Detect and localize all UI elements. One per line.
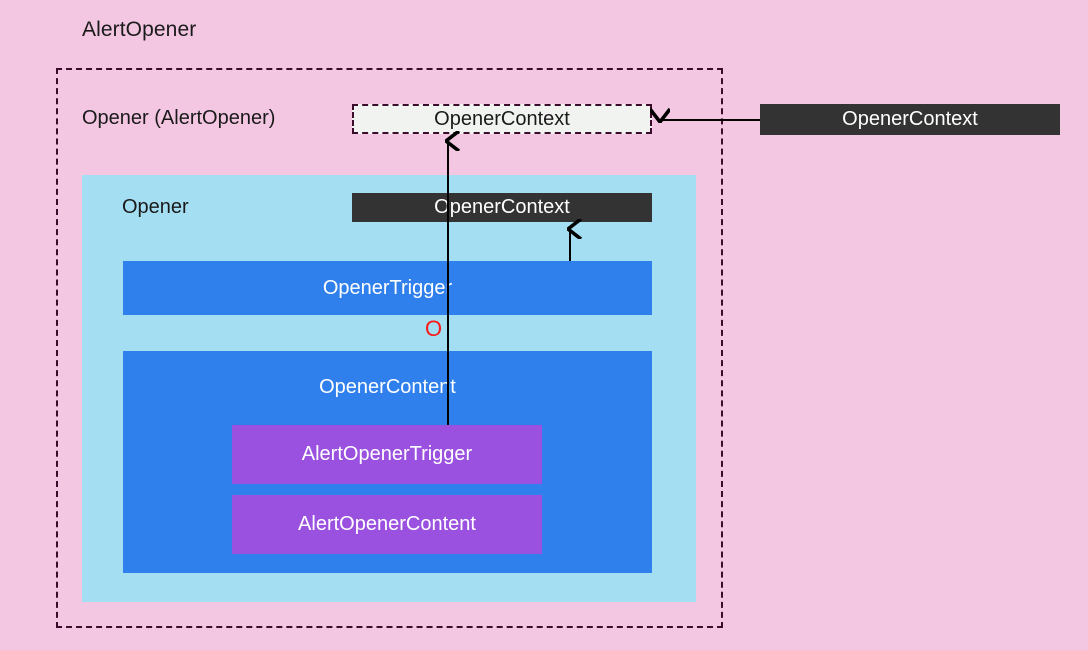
opener-trigger-box: OpenerTrigger	[123, 261, 652, 315]
page-title: AlertOpener	[82, 18, 197, 41]
red-marker-glyph: O	[425, 316, 443, 341]
container-label: Opener (AlertOpener)	[82, 107, 276, 129]
opener-context-external-label: OpenerContext	[842, 108, 978, 130]
opener-content-label: OpenerContent	[319, 376, 456, 398]
opener-context-external-chip: OpenerContext	[760, 104, 1060, 135]
opener-trigger-label: OpenerTrigger	[322, 276, 453, 299]
opener-panel-label: Opener	[122, 196, 189, 218]
opener-context-dashed-label: OpenerContext	[434, 107, 570, 130]
alert-opener-trigger-box: AlertOpenerTrigger	[232, 425, 542, 484]
alert-opener-trigger-label: AlertOpenerTrigger	[301, 443, 473, 465]
opener-context-dashed-chip: OpenerContext	[352, 104, 652, 134]
opener-context-inner-chip: OpenerContext	[352, 193, 652, 222]
alert-opener-container	[56, 68, 723, 628]
opener-context-inner-label: OpenerContext	[434, 196, 570, 218]
alert-opener-content-label: AlertOpenerContent	[298, 513, 476, 535]
alert-opener-content-box: AlertOpenerContent	[232, 495, 542, 554]
